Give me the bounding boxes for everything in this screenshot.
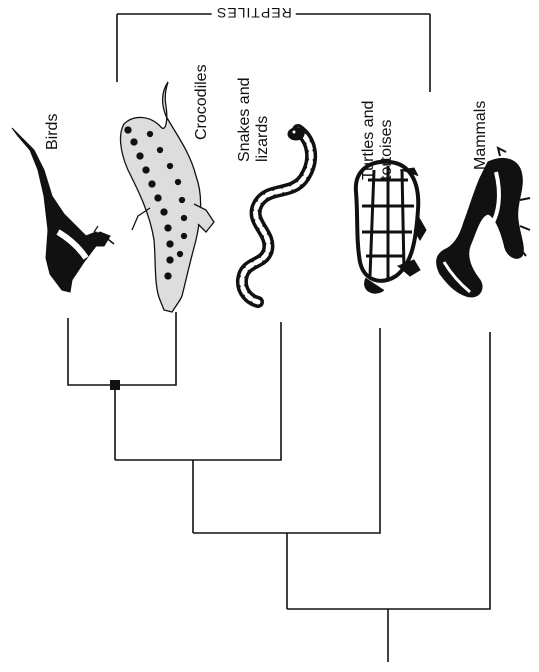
turtle-icon (356, 162, 426, 293)
branch-mammals (287, 332, 490, 609)
bird-icon (12, 128, 114, 292)
taxon-label-crocodiles: Crocodiles (193, 64, 211, 140)
taxon-label-mammals: Mammals (472, 101, 490, 170)
reptiles-bracket (117, 14, 430, 92)
branch-turtles (193, 328, 380, 533)
branch-snakes (115, 322, 281, 460)
branch-birds (68, 318, 115, 385)
branch-crocodiles (115, 312, 176, 385)
taxon-label-snakes-and-lizards: Snakes and lizards (236, 77, 272, 162)
mammal-icon (437, 148, 530, 297)
phylogenetic-tree (68, 312, 490, 662)
node-marker (110, 380, 120, 390)
taxon-label-birds: Birds (44, 114, 62, 150)
reptiles-group-label: REPTILES (212, 5, 296, 21)
taxon-label-turtles-and-tortoises: Turtles and tortoises (360, 101, 396, 180)
